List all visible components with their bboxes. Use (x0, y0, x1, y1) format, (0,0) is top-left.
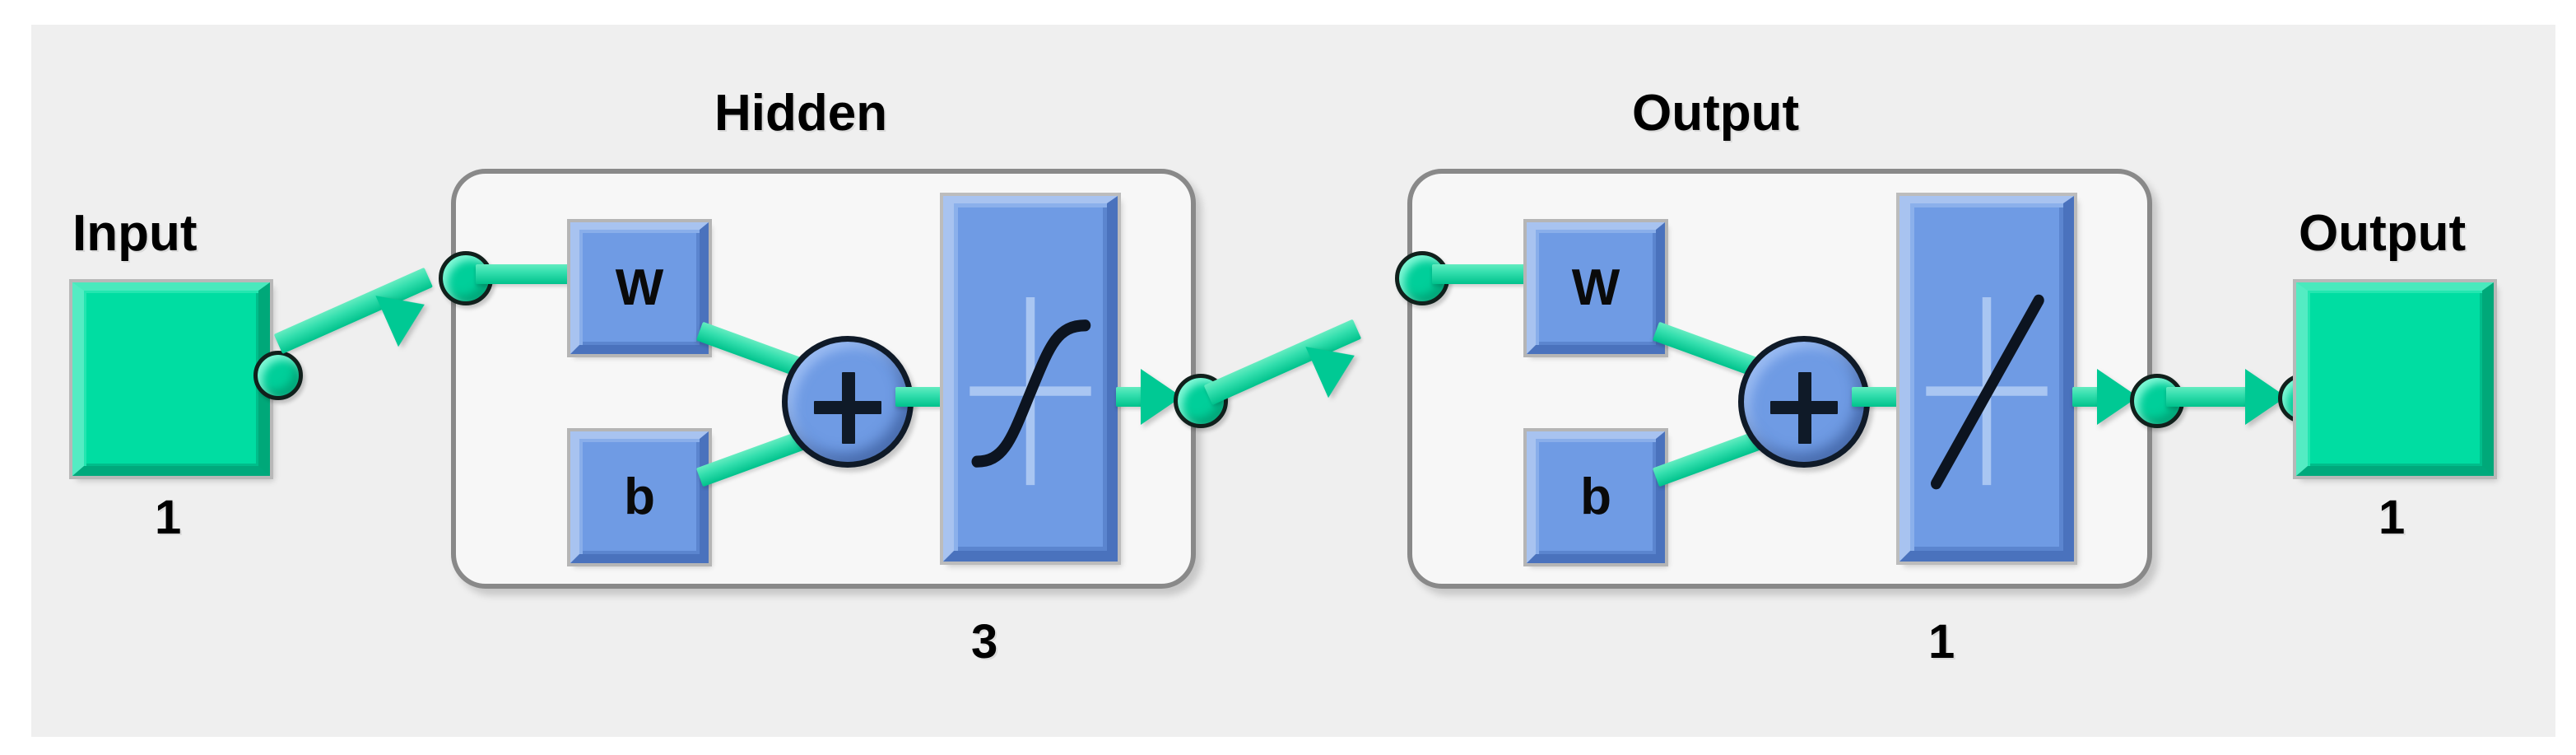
link-hidden-node-to-weight (476, 264, 583, 284)
output-sum-node (1738, 336, 1870, 468)
hidden-layer-title-label: Hidden (714, 85, 888, 142)
output-size-label: 1 (2378, 491, 2406, 544)
hidden-sum-node (782, 336, 914, 468)
hidden-weight-label: W (615, 259, 664, 316)
hidden-layer-size-label: 3 (971, 615, 998, 669)
hidden-bias-label: b (624, 468, 655, 525)
output-sum-plus-vertical (1797, 371, 1811, 445)
input-output-node (253, 351, 303, 400)
output-bias-label: b (1580, 468, 1611, 525)
input-block-face (84, 291, 258, 466)
hidden-bias-face (579, 439, 700, 554)
output-title-label: Output (2299, 205, 2467, 262)
hidden-bias-box: b (570, 431, 709, 563)
input-title-label: Input (72, 205, 198, 262)
output-layer-title-label: Output (1632, 85, 1800, 142)
output-activation-box (1899, 196, 2074, 562)
output-bias-face (1536, 439, 1656, 554)
diagram-panel: Input 1 Hidden W b (31, 25, 2555, 737)
input-size-label: 1 (155, 491, 182, 544)
output-bias-box: b (1527, 431, 1665, 563)
output-weight-face (1536, 230, 1656, 345)
output-weight-label: W (1571, 259, 1620, 316)
output-block (2296, 282, 2494, 476)
hidden-sum-plus-vertical (841, 371, 855, 445)
output-block-face (2308, 291, 2482, 466)
linear-line-icon (1926, 294, 2048, 490)
input-block (72, 282, 270, 476)
sigmoid-curve-icon (969, 297, 1091, 486)
hidden-weight-box: W (570, 222, 709, 354)
output-layer-size-label: 1 (1928, 615, 1955, 669)
output-layer-input-node (1395, 251, 1449, 305)
output-weight-box: W (1527, 222, 1665, 354)
hidden-weight-face (579, 230, 700, 345)
link-output-node-to-weight (1432, 264, 1539, 284)
hidden-activation-box (943, 196, 1118, 562)
